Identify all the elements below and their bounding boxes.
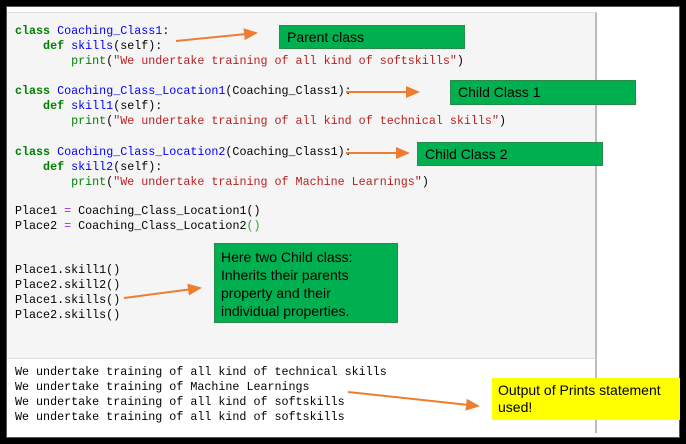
code-token: (self): xyxy=(113,39,163,53)
code-line: class Coaching_Class1: xyxy=(15,24,169,38)
code-token: "We undertake training of all kind of te… xyxy=(113,114,499,128)
code-token: Coaching_Class_Location2 xyxy=(71,219,247,233)
code-line: Place1.skills() xyxy=(15,293,120,307)
code-line: print("We undertake training of all kind… xyxy=(15,54,464,68)
code-token: Coaching_Class_Location2 xyxy=(57,145,226,159)
code-line: Place1 = Coaching_Class_Location1() xyxy=(15,204,261,218)
code-token: skill1 xyxy=(71,99,114,113)
code-line: def skill2(self): xyxy=(15,160,162,174)
output-line: We undertake training of all kind of sof… xyxy=(15,410,345,424)
code-line: def skill1(self): xyxy=(15,99,162,113)
code-token: skills xyxy=(71,39,114,53)
code-token: Coaching_Class1 xyxy=(57,24,163,38)
code-token: (Coaching_Class1): xyxy=(225,145,352,159)
code-token: class xyxy=(15,145,58,159)
code-token: () xyxy=(246,219,261,233)
code-token: print xyxy=(71,175,107,189)
code-token: ( xyxy=(106,114,114,128)
code-token: print xyxy=(71,114,107,128)
code-token: Coaching_Class_Location1() xyxy=(71,204,261,218)
code-token: def xyxy=(15,160,72,174)
code-token: ) xyxy=(456,54,464,68)
code-token: skill2 xyxy=(71,160,114,174)
code-token: def xyxy=(15,39,72,53)
code-token: "We undertake training of all kind of so… xyxy=(113,54,457,68)
arrow-output xyxy=(347,391,480,411)
inheritance-note: Here two Child class: Inherits their par… xyxy=(214,243,398,323)
arrow-parent xyxy=(175,28,258,42)
code-token: Coaching_Class_Location1 xyxy=(57,84,226,98)
code-token: (self): xyxy=(113,160,163,174)
code-token: Place2 xyxy=(15,219,65,233)
child-class-1-note: Child Class 1 xyxy=(450,80,636,105)
output-line: We undertake training of all kind of sof… xyxy=(15,395,345,409)
code-token: def xyxy=(15,99,72,113)
output-note: Output of Prints statement used! xyxy=(492,378,680,420)
code-token: ( xyxy=(106,54,114,68)
child-class-2-note: Child Class 2 xyxy=(417,142,603,166)
code-line: Place2.skills() xyxy=(15,308,120,322)
code-token: Place1.skill1() xyxy=(15,263,121,277)
code-token: = xyxy=(64,219,72,233)
code-line: class Coaching_Class_Location1(Coaching_… xyxy=(15,84,352,98)
code-token: Place1.skills() xyxy=(15,293,121,307)
code-line: Place2 = Coaching_Class_Location2() xyxy=(15,219,261,233)
code-token: (Coaching_Class1): xyxy=(225,84,352,98)
output-line: We undertake training of Machine Learnin… xyxy=(15,380,310,394)
code-token: "We undertake training of Machine Learni… xyxy=(113,175,422,189)
code-line: Place2.skill2() xyxy=(15,278,120,292)
code-token: class xyxy=(15,84,58,98)
code-token: Place2.skills() xyxy=(15,308,121,322)
code-line: print("We undertake training of all kind… xyxy=(15,114,506,128)
code-token: (self): xyxy=(113,99,163,113)
code-line: def skills(self): xyxy=(15,39,162,53)
code-line: class Coaching_Class_Location2(Coaching_… xyxy=(15,145,352,159)
code-line: Place1.skill1() xyxy=(15,263,120,277)
code-token: ( xyxy=(106,175,114,189)
code-token: class xyxy=(15,24,58,38)
code-token: = xyxy=(64,204,72,218)
parent-class-note: Parent class xyxy=(279,25,465,49)
code-token: ) xyxy=(421,175,429,189)
code-token: : xyxy=(162,24,170,38)
code-token: Place2.skill2() xyxy=(15,278,121,292)
code-token: ) xyxy=(498,114,506,128)
code-line: print("We undertake training of Machine … xyxy=(15,175,429,189)
code-token: print xyxy=(71,54,107,68)
output-line: We undertake training of all kind of tec… xyxy=(15,365,387,379)
code-token: Place1 xyxy=(15,204,65,218)
arrow-inherit xyxy=(123,283,202,299)
